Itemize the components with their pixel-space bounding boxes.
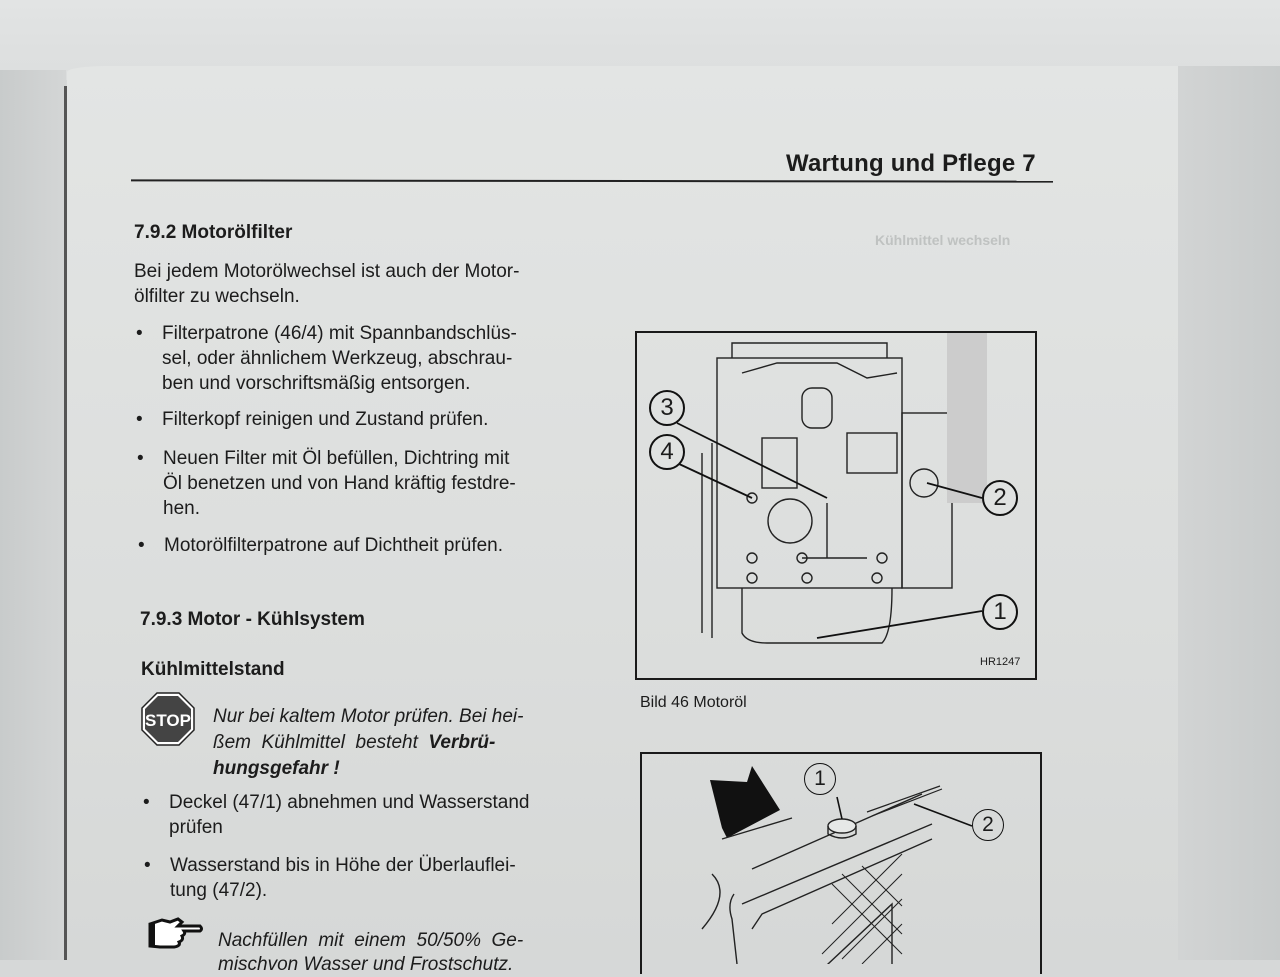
list-item-line: sel, oder ähnlichem Werkzeug, abschrau-: [162, 348, 513, 369]
bullet-icon: •: [137, 448, 144, 469]
subheading-coolant-level: Kühlmittelstand: [141, 659, 285, 680]
figure-46-caption: Bild 46 Motoröl: [640, 694, 747, 711]
list-item-line: Neuen Filter mit Öl befüllen, Dichtring …: [163, 448, 510, 469]
callout-4: 4: [649, 434, 685, 470]
callout-2: 2: [972, 809, 1004, 841]
callout-1: 1: [982, 594, 1018, 630]
stop-sign-icon: STOP: [141, 692, 195, 746]
binding-spine: [64, 86, 67, 960]
bullet-icon: •: [143, 792, 150, 813]
next-page-edge: [1178, 66, 1280, 960]
list-item-line: Filterkopf reinigen und Zustand prüfen.: [162, 409, 489, 430]
figure-47-radiator-diagram: 1 2: [640, 752, 1042, 977]
list-item-line: prüfen: [169, 817, 223, 838]
note-line-1: Nachfüllen mit einem 50/50% Ge-: [218, 930, 524, 951]
section-heading-793: 7.9.3 Motor - Kühlsystem: [140, 609, 365, 630]
warning-line-2: ßem Kühlmittel besteht Verbrü-: [213, 732, 496, 753]
warning-line-3: hungsgefahr !: [213, 758, 340, 779]
section-heading-792: 7.9.2 Motorölfilter: [134, 222, 293, 243]
intro-line-2: ölfilter zu wechseln.: [134, 286, 300, 307]
list-item-line: ben und vorschriftsmäßig entsorgen.: [162, 373, 471, 394]
left-page-edge: [0, 70, 66, 960]
bullet-icon: •: [138, 535, 145, 556]
svg-text:STOP: STOP: [145, 711, 191, 730]
list-item-line: Deckel (47/1) abnehmen und Wasserstand: [169, 792, 530, 813]
list-item-line: Filterpatrone (46/4) mit Spannbandschlüs…: [162, 323, 517, 344]
intro-line-1: Bei jedem Motorölwechsel ist auch der Mo…: [134, 261, 520, 282]
list-item-line: Motorölfilterpatrone auf Dichtheit prüfe…: [164, 535, 504, 556]
running-header: Wartung und Pflege 7: [786, 150, 1036, 177]
callout-1: 1: [804, 763, 836, 795]
callout-2: 2: [982, 480, 1018, 516]
bullet-icon: •: [144, 855, 151, 876]
warning-line-1: Nur bei kaltem Motor prüfen. Bei hei-: [213, 706, 524, 727]
manual-page: [67, 66, 1257, 960]
radiator-drawing: [701, 766, 973, 977]
figure-code: HR1247: [980, 656, 1021, 668]
list-item-line: hen.: [163, 498, 200, 519]
note-line-2: mischvon Wasser und Frostschutz.: [218, 954, 514, 975]
show-through-text: Kühlmittel wechseln: [875, 232, 1011, 248]
callout-3: 3: [649, 390, 685, 426]
bullet-icon: •: [136, 323, 143, 344]
figure-46-engine-diagram: 3 4 2 1: [635, 331, 1037, 680]
list-item-line: Öl benetzen und von Hand kräftig festdre…: [163, 473, 516, 494]
list-item-line: Wasserstand bis in Höhe der Überlauflei-: [170, 855, 516, 876]
bullet-icon: •: [136, 409, 143, 430]
pointing-hand-icon: [148, 917, 203, 949]
engine-drawing: [676, 333, 987, 644]
list-item-line: tung (47/2).: [170, 880, 268, 901]
